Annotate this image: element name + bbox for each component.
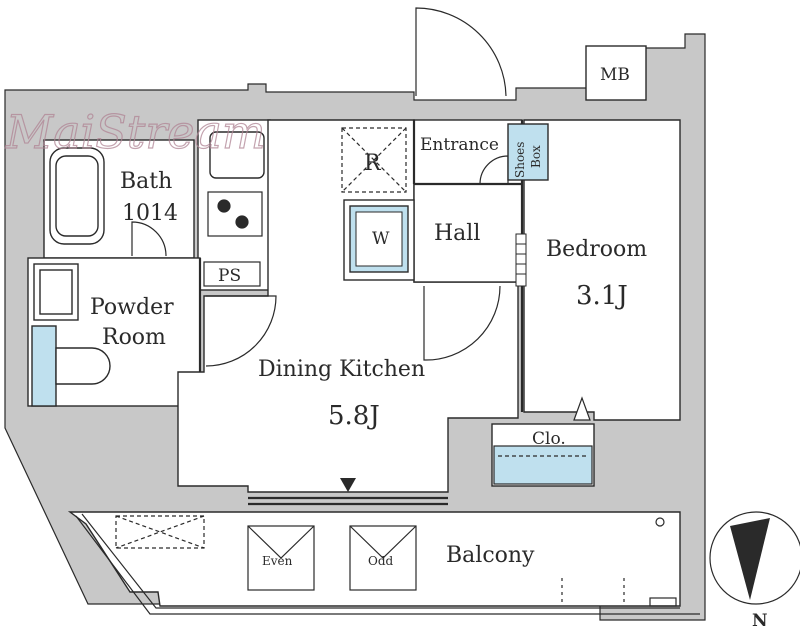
bedroom-label: Bedroom	[546, 237, 647, 262]
bedroom-area: 3.1J	[576, 281, 628, 311]
washer-label: W	[372, 229, 390, 249]
washer-space	[343, 199, 415, 281]
bath-door	[131, 221, 167, 257]
outdoor-unit-space	[115, 515, 205, 549]
north-compass-icon	[709, 511, 800, 605]
entrance-inner-door	[479, 155, 509, 185]
hall-door	[423, 285, 501, 361]
evacuation-odd-label: Odd	[368, 554, 394, 568]
dining-kitchen-area: 5.8J	[328, 401, 380, 431]
pipe-space-label: PS	[218, 266, 241, 286]
powder-room-label-line1: Powder	[90, 295, 174, 320]
interior-walls	[198, 120, 524, 506]
evacuation-hatch-even	[247, 525, 315, 591]
stove	[207, 191, 263, 237]
refrigerator-label: R	[364, 151, 382, 176]
mb-label: MB	[600, 65, 630, 85]
bedroom-vent	[515, 233, 527, 287]
shoes-box	[507, 123, 549, 181]
entrance-door	[415, 7, 507, 97]
kitchen-sink	[209, 131, 265, 179]
toilet	[31, 325, 111, 407]
closet-storage	[493, 396, 593, 485]
evacuation-even-label: Even	[262, 554, 293, 568]
closet-label: Clo.	[532, 429, 566, 449]
interior-floor	[27, 119, 681, 607]
watermark-logo: MaiStream	[5, 105, 266, 159]
door-swings	[131, 7, 509, 367]
vanity	[33, 263, 79, 321]
powder-room-label-line2: Room	[102, 325, 166, 350]
compass-north-label: N	[752, 611, 768, 630]
hall-label: Hall	[434, 221, 480, 246]
bath-label: Bath	[120, 169, 172, 194]
pipe-space	[203, 261, 261, 287]
balcony-label: Balcony	[446, 543, 535, 568]
window-marker	[340, 478, 356, 492]
dining-kitchen-label: Dining Kitchen	[258, 357, 425, 382]
shoes-box-label-line2: Box	[529, 145, 543, 168]
bath-size-label: 1014	[122, 201, 178, 226]
evacuation-hatch-odd	[349, 525, 417, 591]
shoes-box-label-line1: Shoes	[513, 142, 527, 178]
entrance-label: Entrance	[420, 135, 499, 155]
kitchen-door	[205, 295, 277, 367]
refrigerator-space	[341, 127, 407, 193]
mb-box	[585, 45, 647, 101]
bathtub	[49, 147, 105, 245]
balcony-railing	[75, 513, 700, 615]
